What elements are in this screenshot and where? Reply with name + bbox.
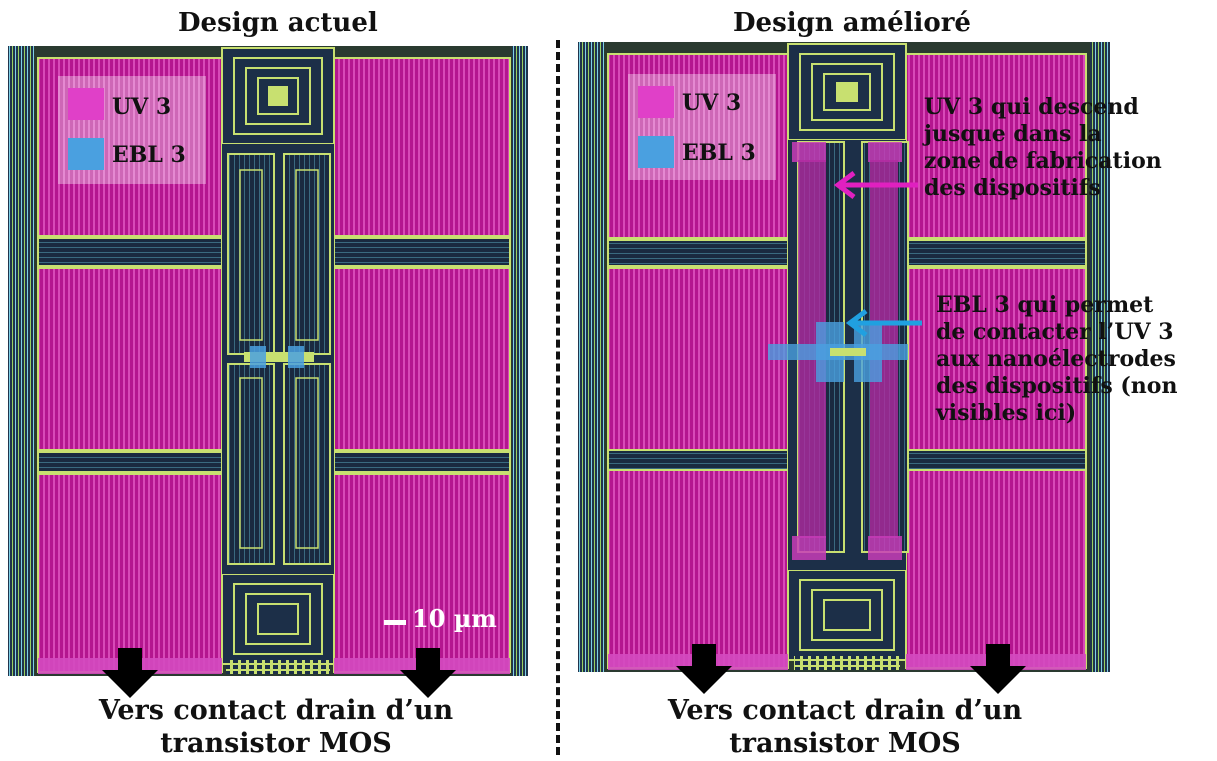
uv3-note-line4: des dispositifs [924,175,1101,201]
right-caption-line2: transistor MOS [729,728,961,759]
uv3-note-line1: UV 3 qui descend [924,94,1139,120]
ebl3-note-line4: des dispositifs (non [936,373,1178,399]
ebl3-annotation: EBL 3 qui permet de contacter l’UV 3 aux… [936,292,1208,427]
left-layout-image: UV 3 EBL 3 10 µm [8,46,528,676]
uv3-swatch [638,86,674,118]
right-legend: UV 3 EBL 3 [628,74,776,180]
down-arrow-icon [400,648,456,698]
scale-bar [384,620,406,625]
uv3-pointer-arrow-icon [833,171,918,199]
uv3-swatch [68,88,104,120]
ebl3-legend-label: EBL 3 [112,142,186,168]
uv3-annotation: UV 3 qui descend jusque dans la zone de … [924,94,1178,202]
down-arrow-icon [970,644,1026,694]
uv3-legend-label: UV 3 [112,94,172,120]
down-arrow-icon [102,648,158,698]
left-caption-line1: Vers contact drain d’un [98,695,454,726]
uv3-note-line3: zone de fabrication [924,148,1162,174]
ebl3-note-line5: visibles ici) [936,400,1077,426]
ebl3-note-line1: EBL 3 qui permet [936,292,1154,318]
ebl3-note-line3: aux nanoélectrodes [936,346,1176,372]
right-layout-svg [578,42,1110,672]
dashed-divider [556,40,560,755]
ebl3-note-line2: de contacter l’UV 3 [936,319,1174,345]
right-layout-image: UV 3 EBL 3 [578,42,1110,672]
right-panel-title: Design amélioré [733,8,971,38]
left-caption-line2: transistor MOS [160,728,392,759]
ebl3-swatch [638,136,674,168]
scale-bar-label: 10 µm [412,604,497,633]
ebl3-swatch [68,138,104,170]
left-legend: UV 3 EBL 3 [58,76,206,184]
left-panel-title: Design actuel [178,8,378,38]
uv3-note-line2: jusque dans la [924,121,1102,147]
uv3-legend-label: UV 3 [682,90,742,116]
ebl3-pointer-arrow-icon [845,309,922,337]
right-caption-line1: Vers contact drain d’un [667,695,1023,726]
ebl3-legend-label: EBL 3 [682,140,756,166]
down-arrow-icon [676,644,732,694]
